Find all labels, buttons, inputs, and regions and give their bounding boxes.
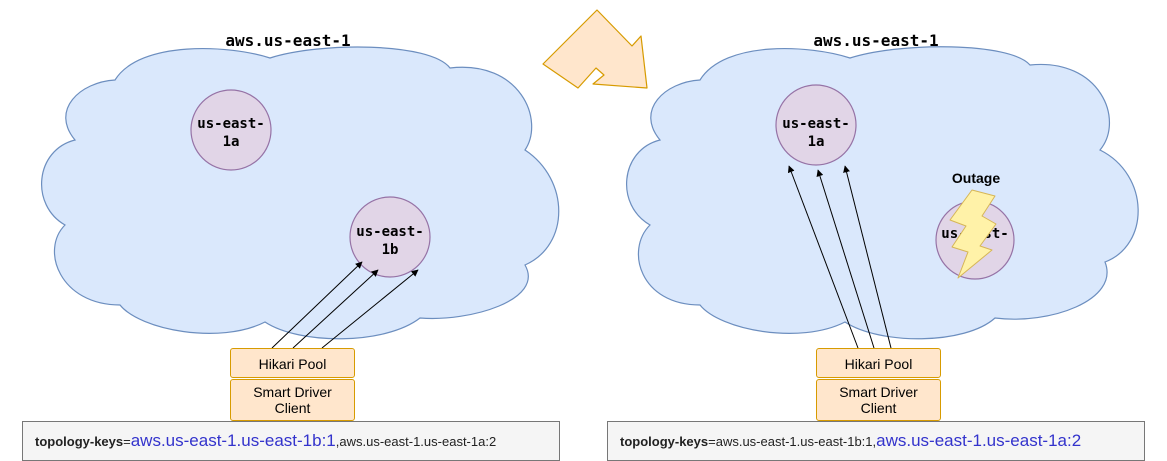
right-topology-keys-box: topology-keys=aws.us-east-1.us-east-1b:1… — [607, 421, 1145, 461]
left-region-cloud — [41, 46, 560, 340]
right-topology-primary-zone: aws.us-east-1.us-east-1b:1 — [715, 433, 873, 449]
left-zone-1a[interactable]: us-east- 1a — [190, 89, 272, 171]
bent-arrow-icon — [542, 9, 648, 89]
right-client-label-line1: Smart Driver — [839, 384, 918, 400]
right-connection-arrow — [816, 169, 875, 349]
right-topology-equals: = — [708, 433, 716, 449]
left-topology-key-name: topology-keys — [35, 433, 124, 449]
left-topology-equals: = — [123, 433, 131, 449]
left-connection-arrow — [292, 269, 379, 349]
right-zone-1a-label-line2: 1a — [808, 134, 825, 150]
right-region-cloud — [626, 46, 1139, 340]
right-zone-1a-label-line1: us-east- — [782, 116, 849, 132]
left-zone-1a-label-line1: us-east- — [197, 116, 264, 132]
left-hikari-pool[interactable]: Hikari Pool — [230, 348, 355, 378]
right-topology-secondary-zone: aws.us-east-1.us-east-1a:2 — [876, 431, 1082, 450]
left-client-label-line2: Client — [274, 400, 311, 416]
right-connection-arrows — [787, 165, 892, 349]
left-region-title: aws.us-east-1 — [225, 31, 350, 50]
left-zone-1b-label-line1: us-east- — [356, 224, 423, 240]
right-connection-arrow — [787, 165, 859, 349]
right-smart-driver-client[interactable]: Smart Driver Client — [816, 379, 941, 421]
right-hikari-pool[interactable]: Hikari Pool — [816, 348, 941, 378]
left-zone-1b[interactable]: us-east- 1b — [349, 196, 431, 278]
left-smart-driver-client[interactable]: Smart Driver Client — [230, 379, 355, 421]
left-client-label-line1: Smart Driver — [253, 384, 332, 400]
right-hikari-pool-label: Hikari Pool — [844, 356, 913, 372]
right-topology-separator: , — [872, 433, 877, 449]
lightning-bolt-icon — [949, 189, 997, 279]
left-zone-1b-label-line2: 1b — [382, 242, 399, 258]
left-topology-keys-box: topology-keys=aws.us-east-1.us-east-1b:1… — [22, 421, 560, 461]
outage-label: Outage — [952, 170, 1000, 186]
right-zone-1a[interactable]: us-east- 1a — [775, 84, 857, 166]
left-topology-separator: , — [335, 433, 340, 449]
right-topology-key-name: topology-keys — [620, 433, 709, 449]
left-connection-arrows — [271, 261, 419, 349]
left-connection-arrow — [271, 261, 363, 349]
right-connection-arrow — [843, 165, 892, 349]
left-connection-arrow — [321, 269, 419, 349]
right-region-title: aws.us-east-1 — [813, 31, 938, 50]
left-topology-secondary-zone: aws.us-east-1.us-east-1a:2 — [339, 433, 497, 449]
left-zone-1a-label-line2: 1a — [223, 134, 240, 150]
left-hikari-pool-label: Hikari Pool — [258, 356, 327, 372]
right-client-label-line2: Client — [860, 400, 897, 416]
left-topology-primary-zone: aws.us-east-1.us-east-1b:1 — [130, 431, 336, 450]
